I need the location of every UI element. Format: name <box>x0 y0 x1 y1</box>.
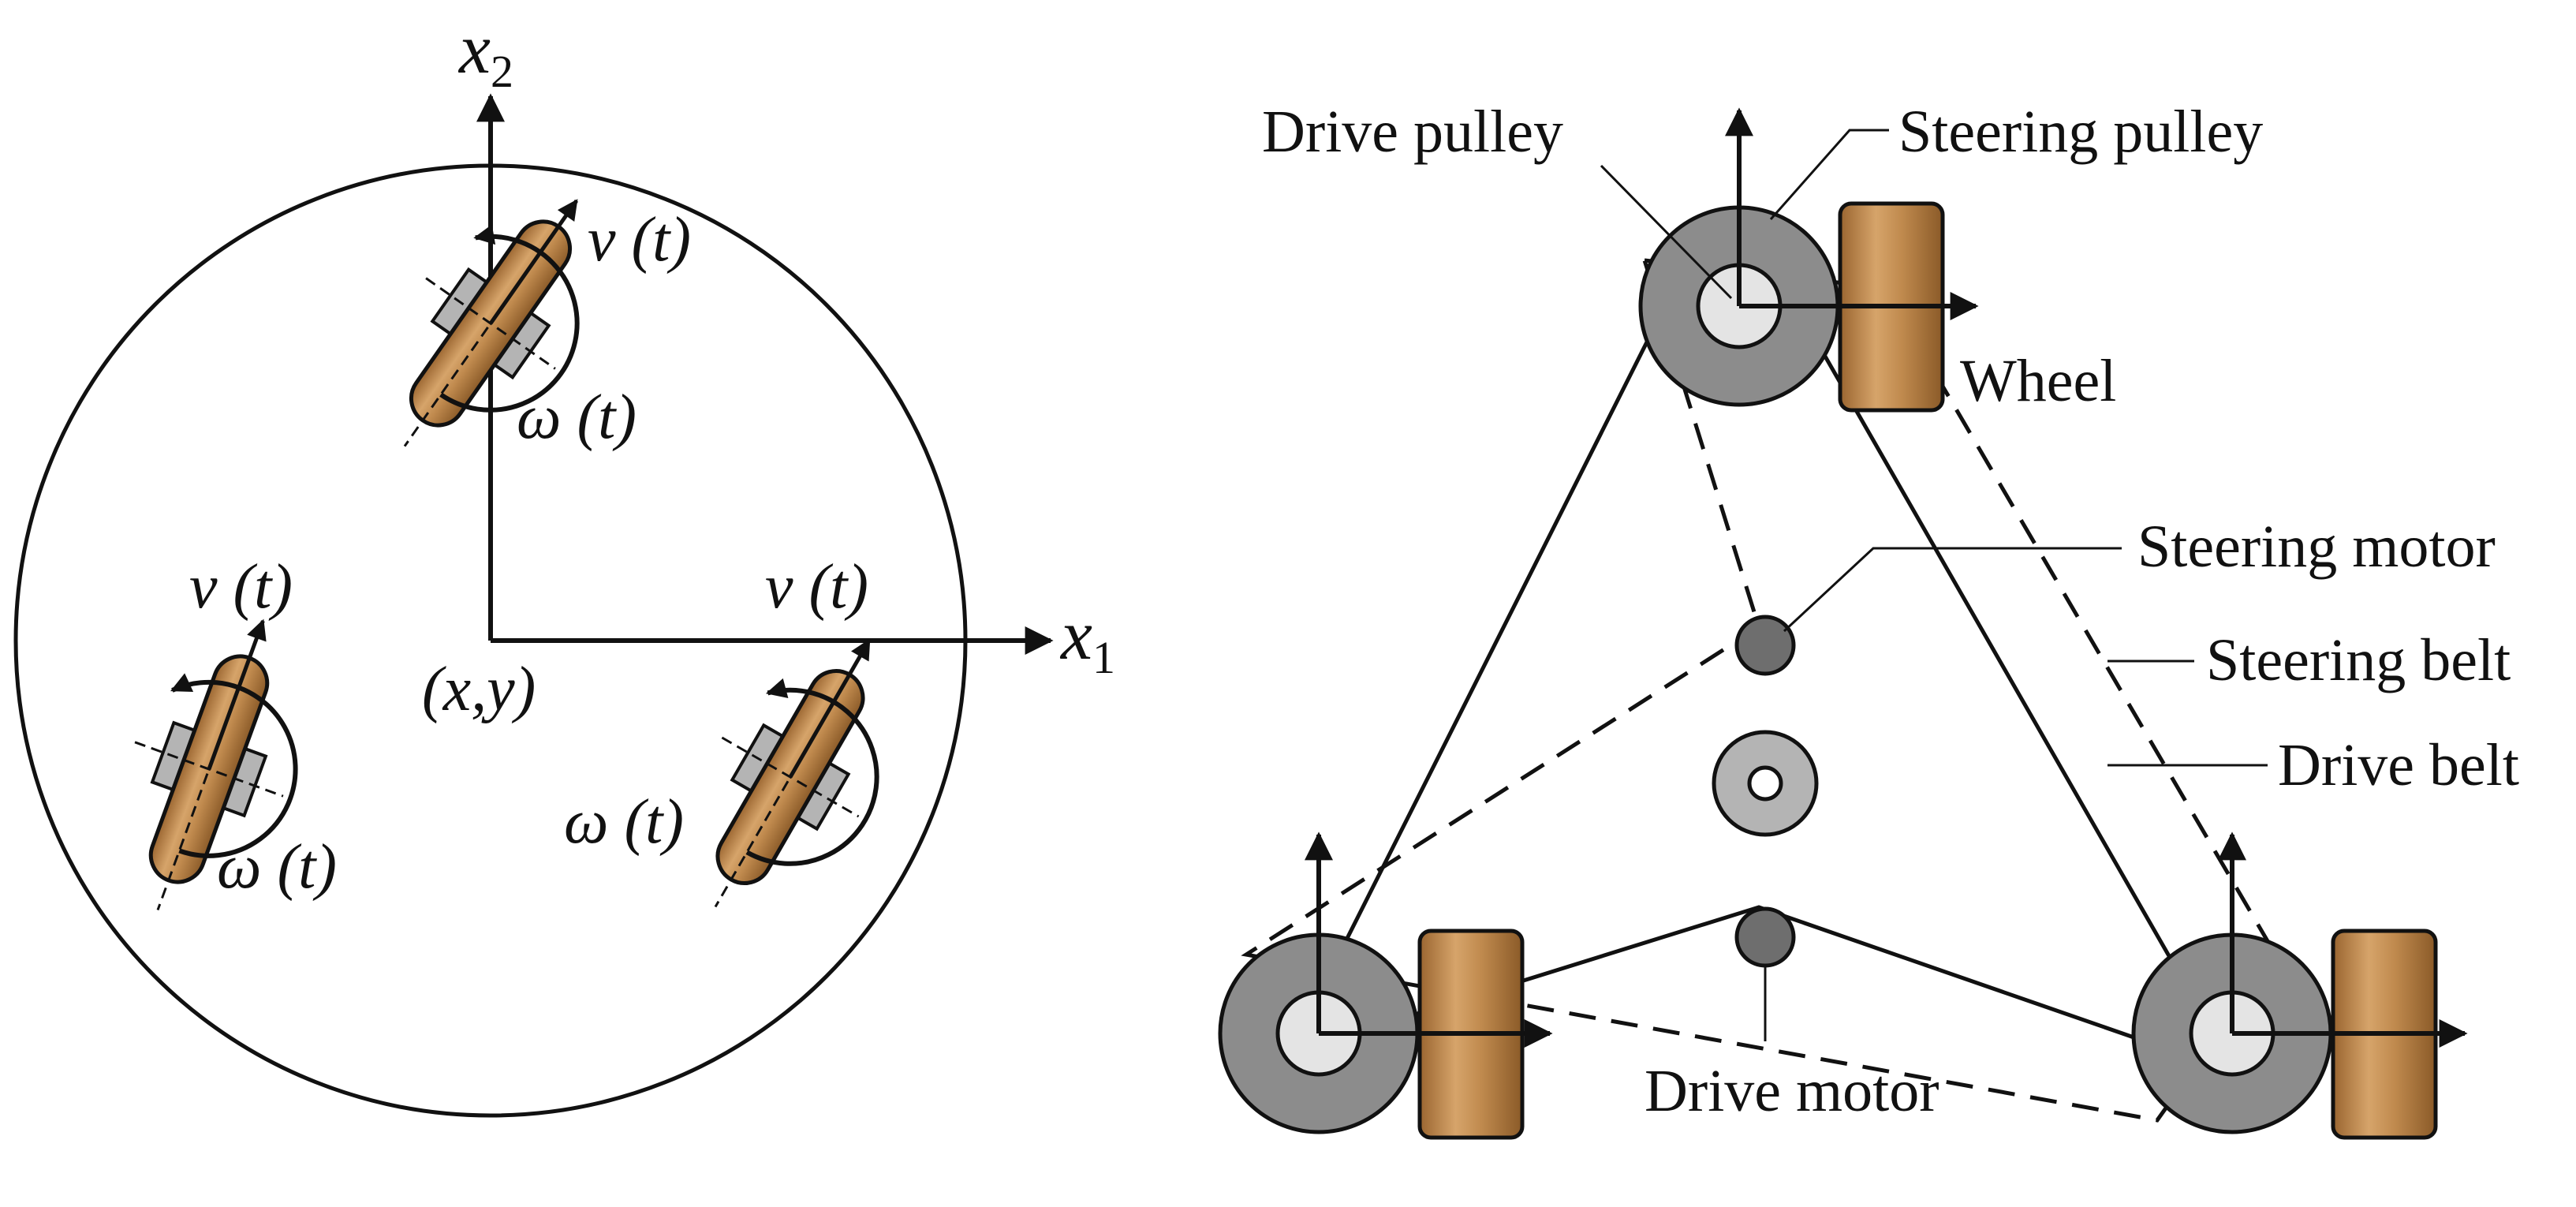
drive-motor <box>1734 906 1796 968</box>
leader-drive-pulley <box>1600 164 1733 300</box>
wheel-left <box>134 618 298 911</box>
wheel-right-v-label: v (t) <box>765 552 868 622</box>
steering-motor <box>1734 615 1796 676</box>
wheel-left-v-label: v (t) <box>189 552 293 622</box>
drive-belt-label: Drive belt <box>2278 732 2519 798</box>
v-arrow <box>488 199 579 325</box>
axle-line <box>425 277 556 370</box>
wheel-top-v-label: v (t) <box>588 205 691 275</box>
wheel-top <box>403 199 580 447</box>
omega-arc <box>170 673 298 858</box>
wheel-centerline <box>714 660 859 908</box>
center-pulley-hub <box>1747 765 1783 802</box>
omega-arc <box>439 224 580 413</box>
wheel-top-w-label: ω (t) <box>517 383 637 452</box>
origin-label: (x,y) <box>422 655 536 724</box>
x2-axis-label: x2 <box>457 10 513 97</box>
steering-belt-label: Steering belt <box>2206 627 2511 693</box>
leader-steering-pulley <box>1769 129 1889 220</box>
v-arrow <box>788 638 872 779</box>
wheel-right <box>714 638 879 908</box>
wheel-label: Wheel <box>1960 348 2116 414</box>
drive-motor-label: Drive motor <box>1645 1058 1939 1124</box>
omega-arc <box>745 678 879 866</box>
steering-pulley-label: Steering pulley <box>1898 99 2263 165</box>
bottom-right-pulley-group <box>2131 831 2468 1140</box>
wheel-centerline <box>403 212 569 447</box>
left-diagram: v (t) ω (t) v (t) ω (t) v (t) ω (t) x2 x… <box>13 10 1115 1118</box>
drive-pulley-label: Drive pulley <box>1262 99 1563 165</box>
axle-line <box>134 741 284 798</box>
bottom-left-pulley-group <box>1218 831 1553 1140</box>
axle-line <box>721 736 860 818</box>
leader-steering-motor <box>1783 547 2122 633</box>
wheel-left-w-label: ω (t) <box>217 832 337 902</box>
right-diagram: Drive pulley Steering pulley Wheel Steer… <box>1218 99 2519 1140</box>
x1-axis-label: x1 <box>1059 596 1115 683</box>
steering-motor-label: Steering motor <box>2137 514 2496 580</box>
v-arrow <box>207 618 267 770</box>
wheel-centerline <box>156 642 256 911</box>
wheel-right-w-label: ω (t) <box>564 787 684 857</box>
